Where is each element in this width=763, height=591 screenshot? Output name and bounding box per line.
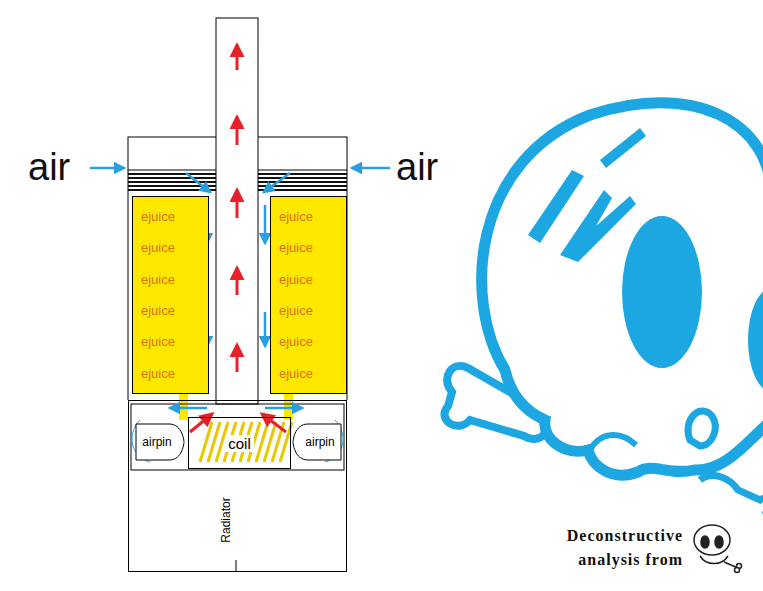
liquid-label: ejuice bbox=[279, 303, 346, 318]
liquid-label: ejuice bbox=[279, 334, 346, 349]
radiator-line bbox=[236, 560, 237, 572]
credit-caption: Deconstructive analysis from bbox=[505, 524, 683, 572]
chimney bbox=[216, 18, 258, 404]
liquid-label: ejuice bbox=[141, 334, 208, 349]
airpin-shape bbox=[293, 424, 341, 460]
coil-box: coil bbox=[188, 417, 291, 469]
air-label: air bbox=[396, 145, 466, 189]
ejuice-tank: ejuice ejuice ejuice ejuice ejuice ejuice bbox=[270, 196, 347, 394]
skull-icon bbox=[694, 525, 742, 573]
wick bbox=[284, 390, 293, 420]
coil-label: coil bbox=[225, 435, 254, 452]
skull-logo bbox=[445, 103, 763, 515]
liquid-label: ejuice bbox=[279, 240, 346, 255]
liquid-label: ejuice bbox=[279, 209, 346, 224]
air-label: air bbox=[28, 145, 98, 189]
radiator-housing: Radiator airpin coil airpin bbox=[128, 400, 347, 572]
liquid-label: ejuice bbox=[141, 240, 208, 255]
liquid-label: ejuice bbox=[141, 209, 208, 224]
airpin-label: airpin bbox=[142, 435, 177, 449]
housing-wall bbox=[128, 170, 129, 400]
liquid-label: ejuice bbox=[141, 366, 208, 381]
liquid-label: ejuice bbox=[141, 272, 208, 287]
wick bbox=[179, 390, 188, 420]
ejuice-tank: ejuice ejuice ejuice ejuice ejuice ejuice bbox=[132, 196, 209, 394]
airpin-shape bbox=[136, 424, 184, 460]
liquid-label: ejuice bbox=[279, 272, 346, 287]
airpin: airpin bbox=[135, 423, 185, 461]
part-label: Radiator bbox=[219, 497, 233, 542]
liquid-label: ejuice bbox=[279, 366, 346, 381]
liquid-label: ejuice bbox=[141, 303, 208, 318]
airpin-label: airpin bbox=[299, 435, 334, 449]
airpin: airpin bbox=[292, 423, 342, 461]
atomizer-chamber bbox=[131, 404, 344, 470]
